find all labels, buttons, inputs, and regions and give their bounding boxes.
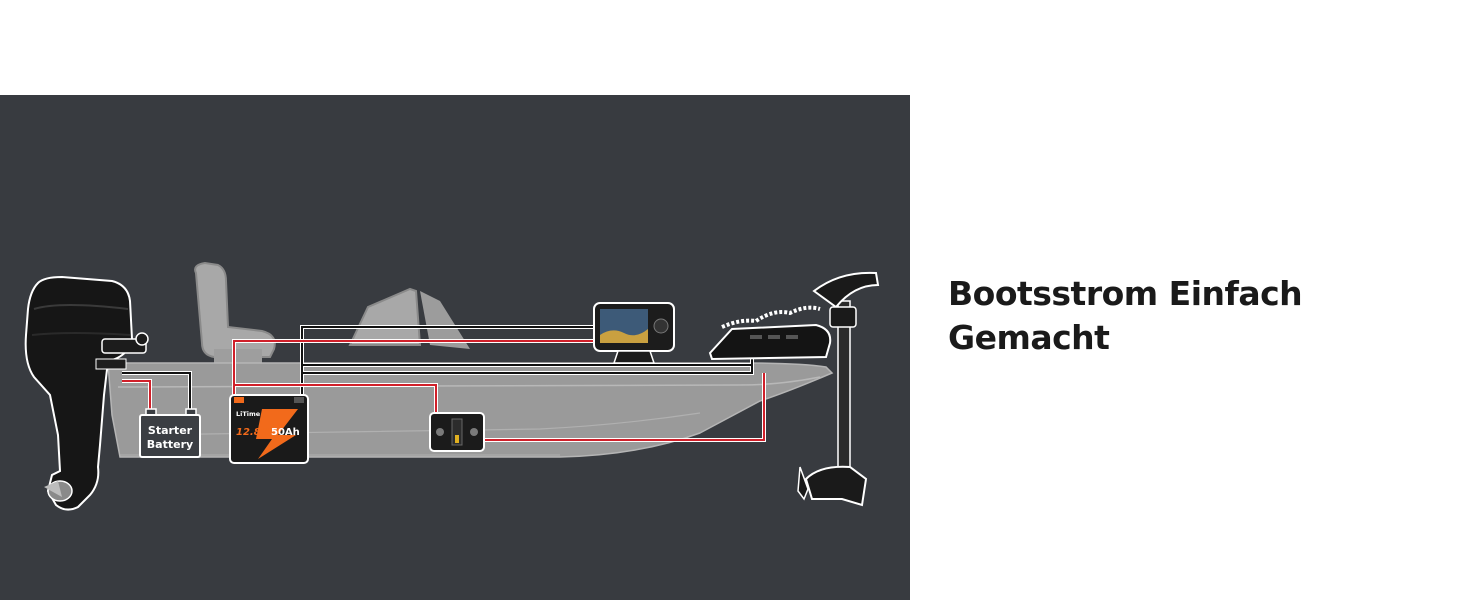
negative-wires-core xyxy=(122,326,753,417)
boat-console xyxy=(348,287,470,349)
fish-finder-icon xyxy=(593,302,675,364)
wiring-diagram-panel: Starter Battery LiTime 12.8V 50Ah xyxy=(0,95,910,600)
starter-battery-icon xyxy=(139,408,201,458)
lithium-battery-voltage: 12.8V xyxy=(236,427,270,438)
circuit-breaker-icon xyxy=(429,412,485,452)
wiring-diagram: Starter Battery LiTime 12.8V 50Ah xyxy=(24,261,880,511)
outboard-motor-icon xyxy=(24,275,149,511)
lithium-battery-icon xyxy=(229,394,309,464)
lithium-battery-capacity: 50Ah xyxy=(271,427,300,438)
headline: Bootsstrom Einfach Gemacht xyxy=(948,272,1428,360)
headline-line2: Gemacht xyxy=(948,318,1110,357)
starter-battery-label-line2: Battery xyxy=(147,438,193,451)
trolling-motor-icon xyxy=(708,271,880,507)
headline-line1: Bootsstrom Einfach xyxy=(948,274,1303,313)
lithium-battery-brand: LiTime xyxy=(236,410,261,418)
starter-battery-label-line1: Starter xyxy=(148,424,193,437)
positive-wires-core xyxy=(122,340,765,441)
